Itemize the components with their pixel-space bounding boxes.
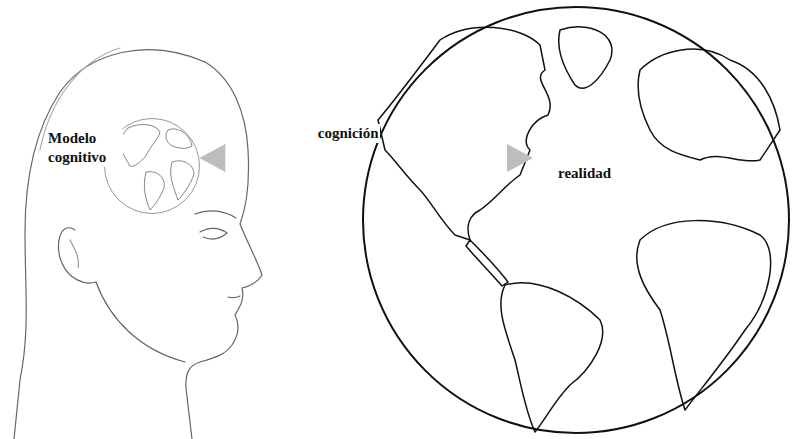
node-label: realidad <box>557 164 612 183</box>
reality-globe-continents <box>378 27 780 432</box>
arrowhead <box>199 144 225 172</box>
model-globe: Modelo cognitivo <box>104 118 200 214</box>
reality-globe: realidad <box>362 6 790 434</box>
connector-path <box>199 158 533 159</box>
head-profile <box>14 48 262 439</box>
model-globe-continents <box>120 125 194 210</box>
node-label: Modelo cognitivo <box>47 129 123 167</box>
edge-label: cognición <box>317 124 380 143</box>
arrowhead <box>507 144 533 172</box>
cognition-arrow <box>199 144 533 172</box>
